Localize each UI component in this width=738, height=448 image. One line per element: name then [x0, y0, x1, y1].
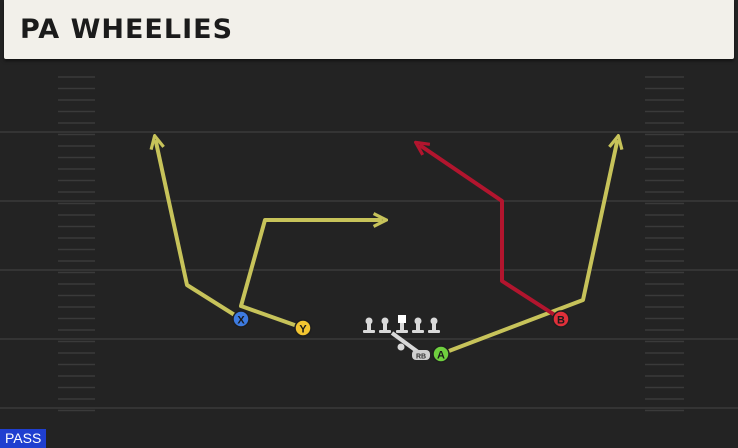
a-route — [439, 142, 617, 356]
player-b[interactable]: B — [552, 310, 570, 328]
player-y[interactable]: Y — [294, 319, 312, 337]
play-header: PA WHEELIES — [4, 0, 734, 59]
lineman-icon — [412, 317, 424, 333]
y-route — [239, 220, 380, 330]
play-type-badge: PASS — [0, 429, 47, 448]
routes — [156, 142, 617, 356]
player-a-label: A — [437, 350, 445, 362]
b-route — [421, 146, 563, 321]
qb-icon — [397, 343, 405, 351]
player-y-label: Y — [299, 324, 307, 336]
play-title: PA WHEELIES — [20, 14, 234, 45]
rb-label: RB — [416, 354, 426, 361]
player-x-label: X — [237, 315, 245, 327]
play-action: RB — [390, 331, 430, 361]
player-a[interactable]: A — [432, 345, 450, 363]
lineman-icon — [428, 317, 440, 333]
play-field: RB X Y A B — [0, 76, 738, 412]
lineman-icon — [363, 317, 375, 333]
handoff-line — [390, 331, 420, 354]
player-b-label: B — [557, 315, 565, 327]
offensive-line — [363, 315, 440, 333]
x-route — [156, 142, 243, 321]
rb-badge — [412, 350, 430, 360]
player-x[interactable]: X — [232, 310, 250, 328]
hash-marks — [58, 76, 684, 412]
yard-lines — [0, 131, 738, 409]
lineman-icon — [379, 317, 391, 333]
center-icon — [396, 315, 408, 333]
